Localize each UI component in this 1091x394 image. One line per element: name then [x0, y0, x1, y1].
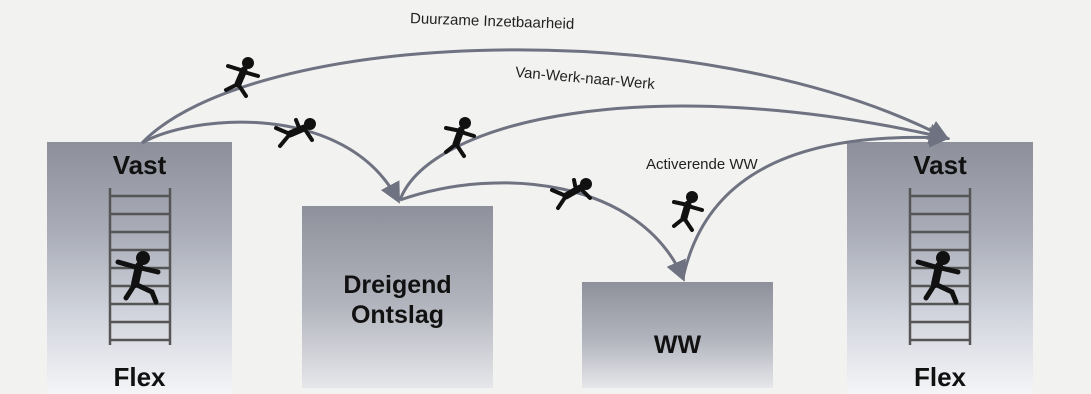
ww-box — [582, 282, 773, 388]
right-pillar-top-label: Vast — [913, 150, 967, 180]
ww-label: WW — [653, 331, 702, 359]
falling-person-icon — [550, 178, 592, 210]
ontslag-label: Ontslag — [350, 301, 445, 329]
running-person-icon — [672, 191, 704, 232]
dreigend-ontslag-box — [302, 206, 493, 388]
left-pillar-bottom-label: Flex — [113, 362, 166, 392]
dreigend-label: Dreigend — [343, 271, 452, 299]
climbing-person-icon — [115, 251, 161, 305]
arrow-duurzame-inzetbaarheid — [140, 48, 950, 145]
right-pillar-bottom-label: Flex — [913, 362, 967, 392]
falling-person-icon — [274, 118, 316, 148]
running-person-icon — [224, 57, 260, 98]
left-pillar-top-label: Vast — [112, 150, 167, 180]
arrow-to-ww — [399, 181, 686, 282]
arrow-to-dreigend-ontslag — [141, 120, 400, 204]
arrow-activerende-ww — [681, 126, 951, 279]
running-person-icon — [444, 117, 476, 158]
climbing-person-icon — [915, 251, 961, 305]
arrow-van-werk-naar-werk — [398, 104, 951, 201]
activerende-ww-label: Activerende WW — [646, 156, 758, 173]
